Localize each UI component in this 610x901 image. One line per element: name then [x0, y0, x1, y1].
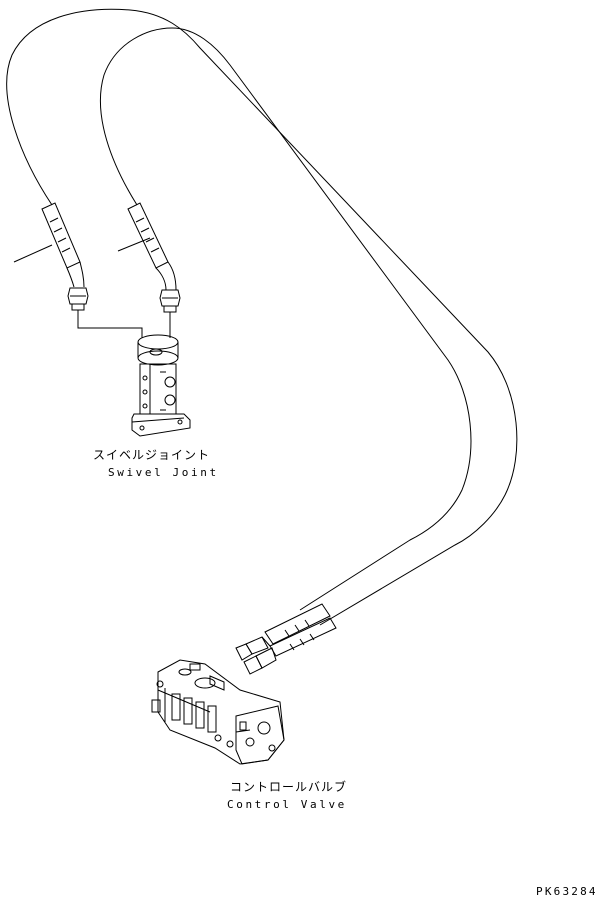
connection-line-left: [78, 310, 142, 338]
control-valve: [152, 660, 284, 764]
left-hose-sleeve: [42, 203, 84, 287]
lower-hose-fittings: [236, 637, 276, 674]
control-valve-label-jp: コントロールバルブ: [230, 780, 348, 794]
outer-hose: [7, 9, 517, 625]
swivel-joint-label-jp: スイベルジョイント: [93, 448, 211, 462]
part-code: PK63284: [536, 885, 598, 898]
swivel-joint: [132, 335, 190, 436]
leader-line-left: [14, 245, 52, 262]
right-hose-fitting: [160, 290, 180, 312]
lower-hose-sleeves: [265, 604, 336, 656]
swivel-joint-label-en: Swivel Joint: [108, 466, 219, 479]
leader-line-right: [118, 238, 150, 251]
right-hose-sleeve: [128, 203, 176, 290]
inner-hose: [100, 28, 471, 610]
control-valve-label-en: Control Valve: [227, 798, 347, 811]
left-hose-fitting: [68, 288, 88, 310]
